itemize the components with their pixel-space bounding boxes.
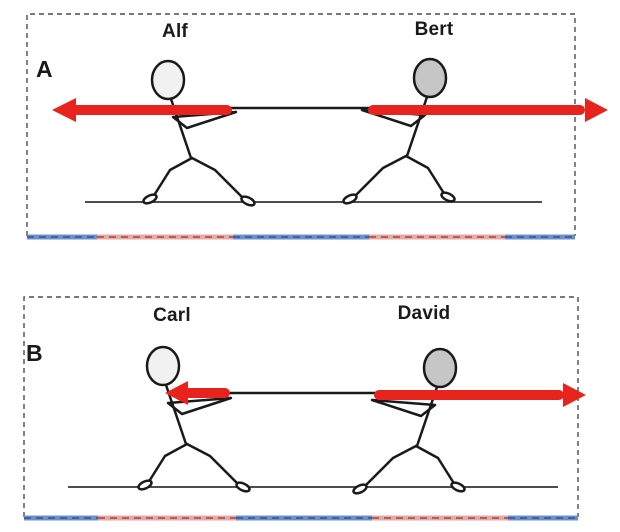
force-arrow-shaft bbox=[72, 105, 232, 115]
figure-carl bbox=[135, 345, 253, 495]
panel-b-label: B bbox=[26, 340, 43, 366]
panel-b bbox=[23, 296, 586, 521]
force-arrow-alf-left bbox=[52, 98, 232, 122]
force-arrow-david-right-large bbox=[374, 383, 586, 407]
force-arrow-head bbox=[585, 98, 608, 122]
figure-bert bbox=[340, 57, 458, 207]
force-arrow-carl-left-small bbox=[165, 381, 230, 405]
panel-b-border bbox=[23, 296, 579, 517]
force-arrow-shaft bbox=[368, 105, 585, 115]
force-arrow-head bbox=[165, 381, 188, 405]
figure-david bbox=[350, 347, 468, 497]
panel-a-label: A bbox=[36, 56, 53, 82]
panel-a-border bbox=[26, 13, 576, 236]
force-arrow-head bbox=[563, 383, 586, 407]
name-label-carl: Carl bbox=[153, 305, 191, 326]
force-arrow-head bbox=[52, 98, 76, 122]
force-arrow-shaft bbox=[184, 388, 230, 398]
panel-a bbox=[26, 13, 608, 240]
force-arrow-bert-right bbox=[368, 98, 608, 122]
force-arrow-shaft bbox=[374, 390, 564, 400]
name-label-alf: Alf bbox=[162, 21, 188, 42]
name-label-david: David bbox=[397, 303, 451, 324]
name-label-bert: Bert bbox=[414, 19, 454, 40]
figure-alf bbox=[140, 59, 258, 209]
